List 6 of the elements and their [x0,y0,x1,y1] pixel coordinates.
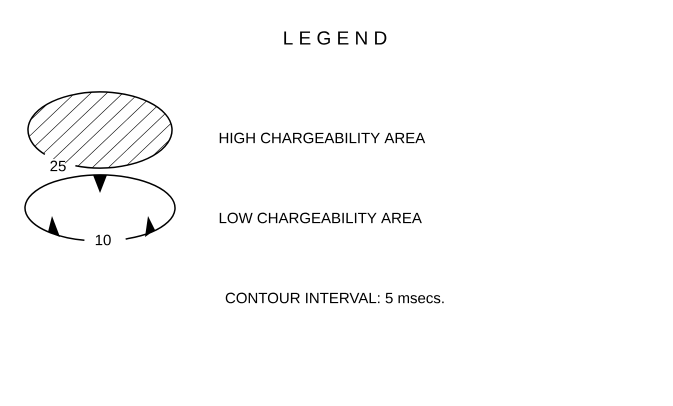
note: CONTOUR INTERVAL: 5 msecs. [226,292,444,304]
contour-value: 25 [50,160,66,172]
contour-value: 10 [96,234,111,246]
legend-text: HIGH CHARGEABILITY AREA [220,132,426,144]
title: L E G E N D [284,31,386,45]
legend-text: LOW CHARGEABILITY AREA [220,212,422,224]
